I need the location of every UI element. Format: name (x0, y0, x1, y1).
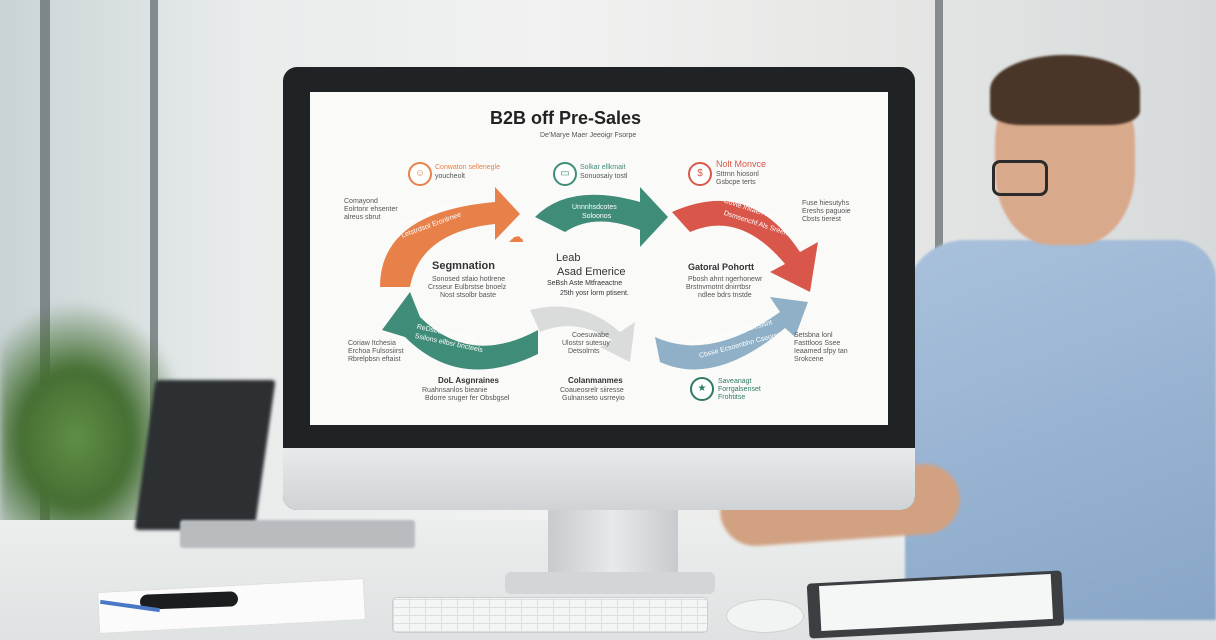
left-notes: Comayond Eolrtonr ehsenter alreus sbrut (344, 198, 398, 222)
account-label: Gatoral Pohortt (688, 262, 755, 272)
award-icon: ★ (690, 377, 714, 401)
top-center-line1: Solkar ellkmait (580, 164, 626, 171)
bottom-right-line1: Saveanagt (718, 378, 752, 385)
cycle-diagram (380, 187, 818, 370)
bottom-left-line1: Ruahnsanlos bieanie (422, 387, 488, 394)
note: Setsbna lonl (794, 332, 833, 339)
dollar-icon: $ (688, 162, 712, 186)
monitor-stand-base (505, 572, 715, 594)
person-hair (990, 55, 1140, 125)
person-glasses (992, 160, 1048, 196)
account-line1: Pbosh ahnt ngerhonewr (688, 276, 763, 283)
center-line3: SeBsh Aste Mtfraeactne (547, 280, 623, 287)
arrow-gray-text-3: Detsolrnts (568, 348, 600, 355)
top-left-line2: youcheolt (435, 173, 465, 180)
bottom-center-label: Colanmanmes (568, 376, 623, 385)
monitor-stand (548, 510, 678, 580)
person-shirt (905, 240, 1216, 620)
segmentation-line1: Sonosed stlaio hotlrene (432, 276, 506, 283)
bottom-right-line2: Forrgalsenset (718, 386, 761, 393)
bottom-left-line2: Bdorre sruger fer Obsbgsel (425, 395, 510, 402)
right-bottom-notes: Setsbna lonl Fasttloos Ssee Ieaamed sfpy… (794, 332, 848, 364)
left-bottom-notes: Coriaw Itchesia Erchoa Fulsosiirst Rbrel… (348, 340, 404, 364)
slide-subtitle: De'Marye Maer Jeeoigr Fsorpe (540, 132, 637, 139)
account-line3: ndlee bdrs tnstde (698, 292, 752, 299)
arrow-green-top-text-2: Soloonos (582, 213, 612, 220)
bottom-center-line2: Gulnanseto usrreyio (562, 395, 625, 402)
note: Cbsts tierest (802, 216, 841, 223)
window-frame (935, 0, 943, 420)
arrow-blue (655, 297, 808, 370)
arrow-gray-text-2: Ulostsr sutesuy (562, 340, 610, 347)
center-line2: Asad Emerice (557, 266, 626, 278)
note: Fasttloos Ssee (794, 340, 841, 347)
right-notes: Fuse hiesutyhs Ereshs paguoie Cbsts tier… (802, 200, 851, 224)
cloud-icon: ☁ (508, 229, 524, 246)
keyboard (392, 597, 708, 633)
top-center-line2: Sonuosaiy tostl (580, 173, 628, 180)
top-left-line1: Conwaton sellenegle (435, 164, 500, 171)
note: Ereshs paguoie (802, 208, 851, 215)
note: Erchoa Fulsosiirst (348, 348, 404, 355)
laptop-icon: ▭ (553, 162, 577, 186)
note: Ieaamed sfpy tan (794, 348, 848, 355)
note: Fuse hiesutyhs (802, 200, 850, 207)
center-line1: Leab (556, 252, 581, 264)
slide-title: B2B off Pre-Sales (490, 108, 642, 128)
note: Coriaw Itchesia (348, 340, 396, 347)
top-right-line3: Gsbcpe terts (716, 179, 756, 186)
note: Comayond (344, 198, 378, 205)
arrow-green-top-text-1: Unnnhsdcotes (572, 204, 617, 211)
arrow-red (672, 200, 818, 292)
segmentation-line2: Crsseur Eulbrstse bnoelz (428, 284, 507, 291)
arrow-orange (380, 187, 520, 287)
arrow-green-bottom (382, 292, 538, 370)
bottom-right-line3: Frohtitse (718, 394, 746, 401)
person-icon: ☺ (408, 162, 432, 186)
segmentation-label: Segmnation (432, 260, 495, 272)
bottom-center-line1: Coaueosrelr siiresse (560, 387, 624, 394)
window-frame (150, 0, 158, 520)
arrow-gray (530, 306, 635, 362)
segmentation-line3: Nost stsolbr baste (440, 292, 497, 299)
monitor-screen: B2B off Pre-Sales De'Marye Maer Jeeoigr … (310, 92, 888, 425)
laptop-base (180, 520, 415, 548)
top-right-line1: Nolt Monvce (716, 159, 767, 169)
account-line2: Brstnvmotnt dnirrtbsr (686, 284, 751, 291)
note: Srokcene (794, 356, 824, 363)
center-line4: 25th yosr lorm ptisent. (560, 290, 629, 297)
laptop-screen (134, 380, 276, 530)
note: Eolrtonr ehsenter (344, 206, 398, 213)
monitor-chin (283, 448, 915, 510)
window-frame (40, 0, 50, 520)
note: alreus sbrut (344, 214, 381, 221)
arrow-gray-text-1: Coesuwabe (572, 332, 609, 339)
top-right-line2: Sttrnn hiosonl (716, 171, 759, 178)
mouse (726, 599, 804, 633)
bottom-left-label: DoL Asgnraines (438, 376, 499, 385)
arrow-green-top (535, 187, 668, 247)
note: Rbrelpbsn eftaist (348, 356, 401, 363)
